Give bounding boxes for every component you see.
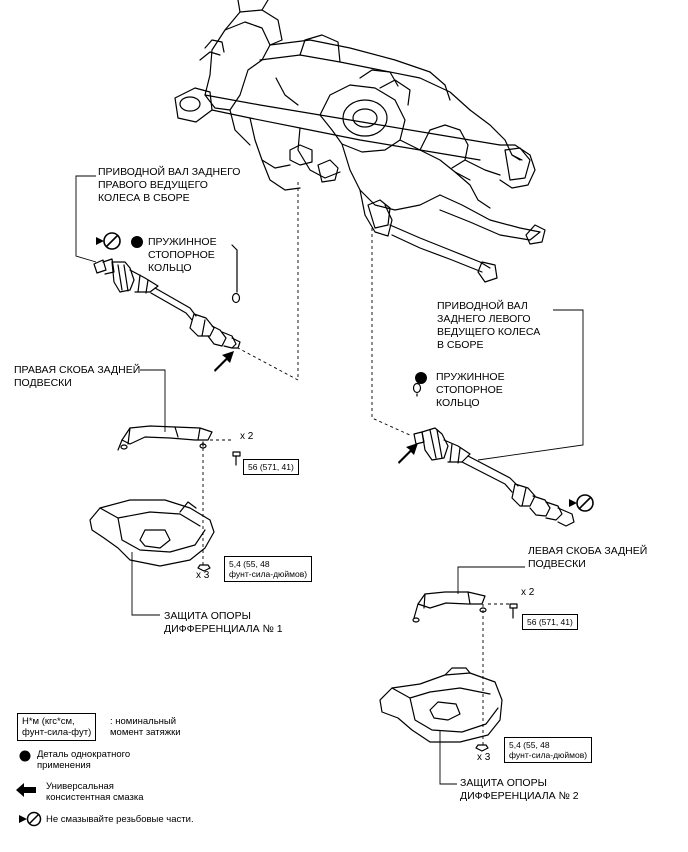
guard-no1-nut	[197, 564, 211, 572]
legend-grease: Универсальная консистентная смазка	[46, 781, 144, 803]
leader-left-bracket	[457, 566, 525, 594]
legend-non-reusable-icon	[19, 750, 31, 762]
torque-left-bracket-bolt: 56 (571, 41)	[522, 614, 578, 630]
label-right-bracket: ПРАВАЯ СКОБА ЗАДНЕЙ ПОДВЕСКИ	[14, 364, 141, 389]
label-right-snap-ring: ПРУЖИННОЕ СТОПОРНОЕ КОЛЬЦО	[148, 236, 217, 274]
qty-right-guard: x 3	[196, 570, 210, 581]
torque-left-guard-nut: 5,4 (55, 48 фунт-сила-дюймов)	[504, 737, 593, 763]
label-left-snap-ring: ПРУЖИННОЕ СТОПОРНОЕ КОЛЬЦО	[436, 371, 505, 409]
leader-left-shaft	[477, 309, 584, 461]
right-snap-ring-part	[231, 244, 241, 304]
no-grease-symbol-right	[96, 232, 121, 250]
label-right-shaft: ПРИВОДНОЙ ВАЛ ЗАДНЕГО ПРАВОГО ВЕДУЩЕГО К…	[98, 166, 241, 204]
right-drive-shaft	[93, 258, 241, 349]
leader-right-bracket	[140, 369, 166, 432]
legend-no-grease-threads: Не смазывайте резьбовые части.	[46, 814, 194, 825]
grease-arrow-right	[214, 351, 234, 372]
legend-torque-desc: : номинальный момент затяжки	[110, 716, 181, 738]
left-bracket-part	[412, 591, 487, 623]
legend-grease-arrow-icon	[16, 783, 36, 797]
leader-guard-1	[131, 552, 160, 616]
guard-no1-part	[89, 499, 215, 567]
label-guard-1: ЗАЩИТА ОПОРЫ ДИФФЕРЕНЦИАЛА № 1	[164, 610, 283, 635]
non-reusable-dot-left	[415, 372, 427, 384]
left-drive-shaft	[413, 427, 575, 527]
dash-left-shaft	[371, 228, 413, 437]
right-bracket-bolt	[232, 451, 241, 466]
label-left-shaft: ПРИВОДНОЙ ВАЛ ЗАДНЕГО ЛЕВОГО ВЕДУЩЕГО КО…	[437, 300, 541, 351]
leader-right-shaft	[75, 175, 97, 263]
no-grease-symbol-left	[569, 494, 594, 512]
torque-right-guard-nut: 5,4 (55, 48 фунт-сила-дюймов)	[224, 556, 313, 582]
label-left-bracket: ЛЕВАЯ СКОБА ЗАДНЕЙ ПОДВЕСКИ	[528, 545, 648, 570]
rear-subframe-assembly	[174, 0, 546, 283]
guard-no2-part	[379, 667, 503, 743]
legend-non-reusable: Деталь однократного применения	[37, 749, 131, 771]
label-guard-2: ЗАЩИТА ОПОРЫ ДИФФЕРЕНЦИАЛА № 2	[460, 777, 579, 802]
non-reusable-dot-right	[131, 236, 143, 248]
qty-left-bracket: x 2	[521, 587, 535, 598]
legend-torque-box: Н*м (кгс*см, фунт-сила-фут)	[17, 713, 97, 741]
leader-guard-2	[439, 730, 457, 785]
qty-right-bracket: x 2	[240, 431, 254, 442]
legend-no-grease-icon	[19, 811, 42, 827]
torque-right-bracket-bolt: 56 (571, 41)	[243, 459, 299, 475]
qty-left-guard: x 3	[477, 752, 491, 763]
left-bracket-bolt	[509, 603, 518, 619]
grease-arrow-left	[398, 443, 418, 464]
guard-no2-nut	[475, 744, 489, 752]
dash-right-shaft	[237, 182, 299, 381]
right-bracket-part	[117, 425, 213, 451]
left-snap-ring-part	[412, 382, 422, 397]
